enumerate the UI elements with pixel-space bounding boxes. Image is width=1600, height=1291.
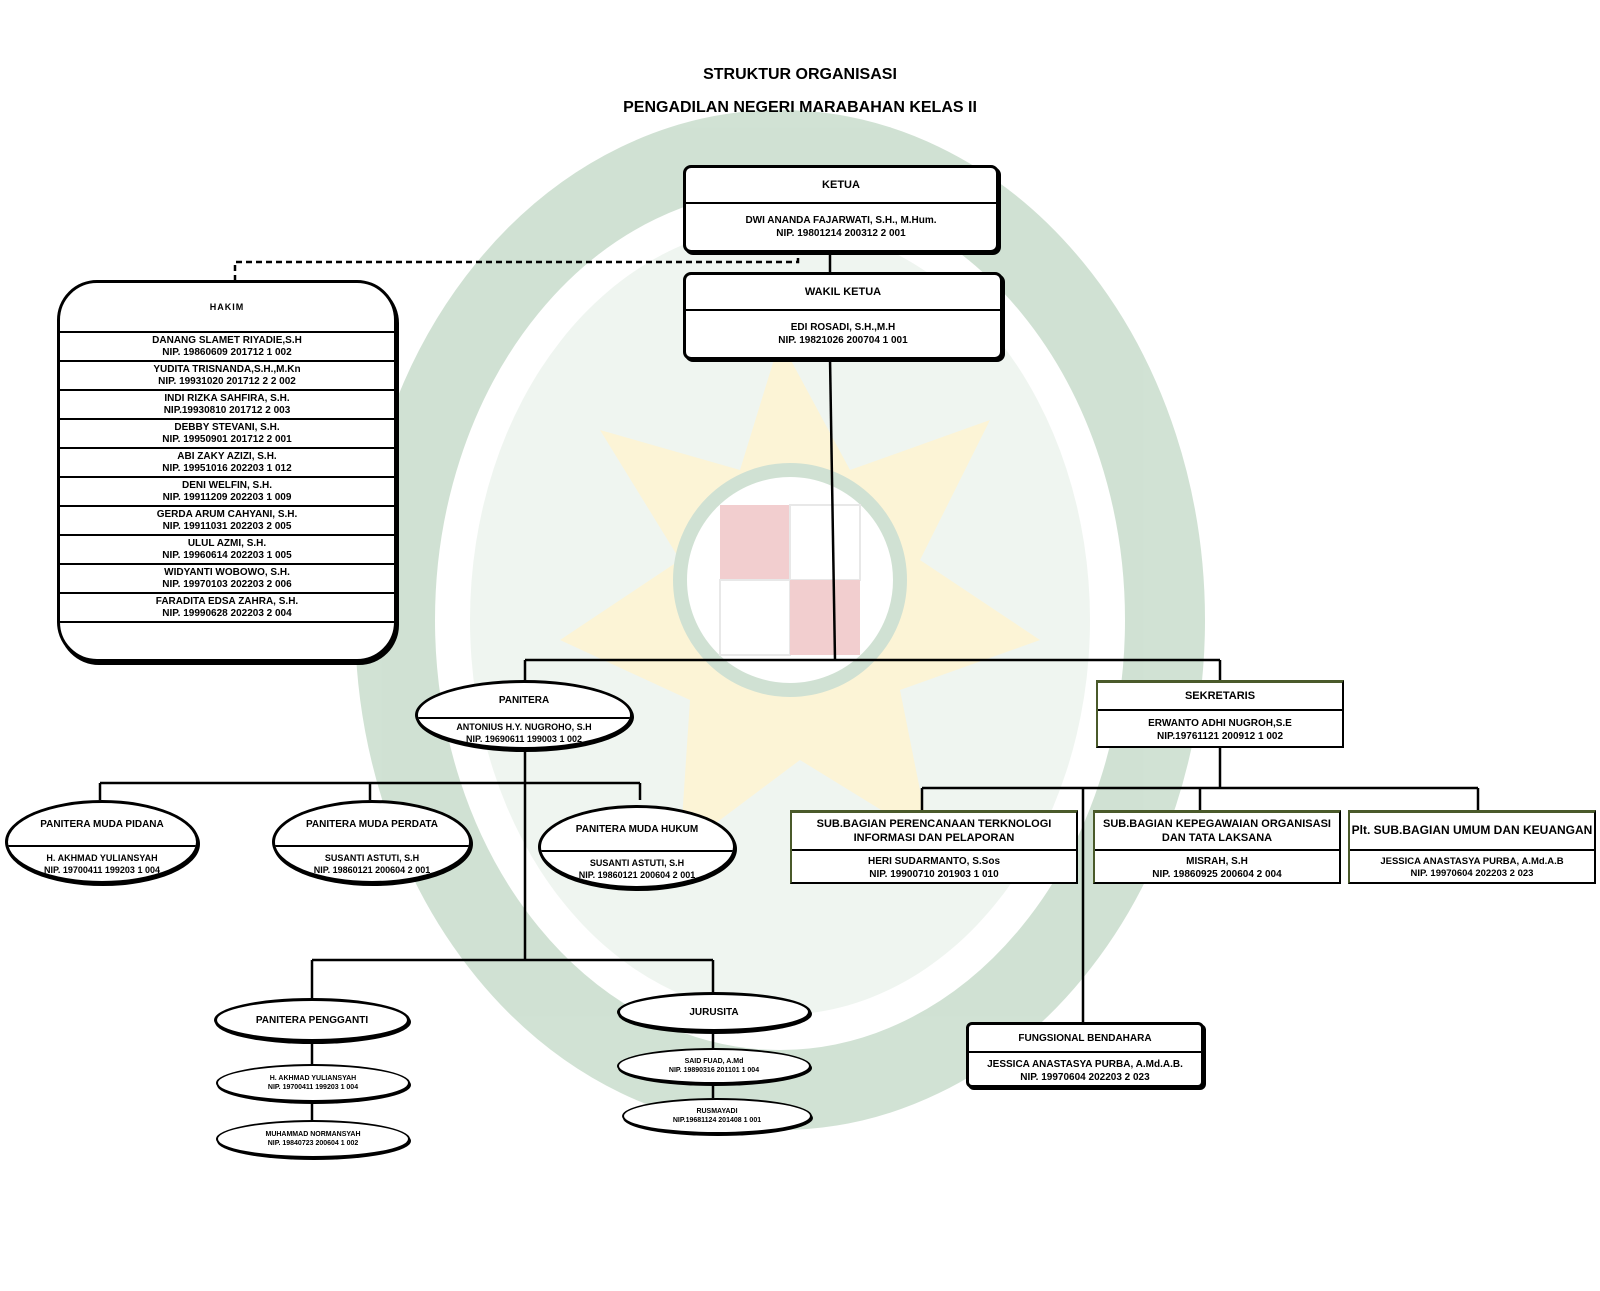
ketua-nip: NIP. 19801214 200312 2 001 [776, 228, 906, 239]
chart-subtitle: PENGADILAN NEGERI MARABAHAN KELAS II [623, 99, 977, 116]
hakim-member: ABI ZAKY AZIZI, S.H.NIP. 19951016 202203… [60, 447, 394, 476]
hakim-member-name: FARADITA EDSA ZAHRA, S.H. [155, 595, 299, 607]
sub-umum-name: JESSICA ANASTASYA PURBA, A.Md.A.B [1380, 855, 1564, 867]
hakim-member-name: ABI ZAKY AZIZI, S.H. [177, 450, 277, 462]
pm-pidana-oval: PANITERA MUDA PIDANA H. AKHMAD YULIANSYA… [5, 800, 199, 884]
sekretaris-box: SEKRETARIS ERWANTO ADHI NUGROH,S.E NIP.1… [1096, 680, 1344, 748]
hakim-member-nip: NIP. 19931020 201712 2 2 002 [158, 375, 296, 387]
hakim-member-name: DEBBY STEVANI, S.H. [174, 421, 280, 433]
jurusita-oval: JURUSITA [617, 992, 811, 1032]
hakim-member-nip: NIP. 19860609 201712 1 002 [162, 346, 292, 358]
hakim-member-nip: NIP. 19960614 202203 1 005 [162, 549, 292, 561]
hakim-role: HAKIM [209, 302, 245, 312]
hakim-member-nip: NIP.19930810 201712 2 003 [163, 404, 291, 416]
ketua-name: DWI ANANDA FAJARWATI, S.H., M.Hum. [745, 214, 937, 226]
wakil-name: EDI ROSADI, S.H.,M.H [790, 321, 896, 333]
hakim-member-name: WIDYANTI WOBOWO, S.H. [164, 566, 290, 578]
pm-perdata-role: PANITERA MUDA PERDATA [275, 803, 469, 847]
bendahara-role: FUNGSIONAL BENDAHARA [969, 1025, 1201, 1053]
jurusita-member-name: RUSMAYADI [696, 1107, 738, 1115]
sub-umum-role: Plt. SUB.BAGIAN UMUM DAN KEUANGAN [1350, 813, 1594, 851]
bendahara-name: JESSICA ANASTASYA PURBA, A.Md.A.B. [987, 1058, 1183, 1070]
sub-kepegawaian-role: SUB.BAGIAN KEPEGAWAIAN ORGANISASI DAN TA… [1095, 813, 1339, 851]
sub-ptip-box: SUB.BAGIAN PERENCANAAN TERKNOLOGI INFORM… [790, 810, 1078, 884]
sub-ptip-role: SUB.BAGIAN PERENCANAAN TERKNOLOGI INFORM… [792, 813, 1076, 851]
bendahara-box: FUNGSIONAL BENDAHARA JESSICA ANASTASYA P… [966, 1022, 1204, 1088]
wakil-role: WAKIL KETUA [686, 275, 1000, 311]
pp-member-1: H. AKHMAD YULIANSYAH NIP. 19700411 19920… [216, 1064, 410, 1102]
chart-title: STRUKTUR ORGANISASI [703, 66, 897, 83]
sekretaris-name: ERWANTO ADHI NUGROH,S.E [1148, 718, 1292, 729]
hakim-member: DENI WELFIN, S.H.NIP. 19911209 202203 1 … [60, 476, 394, 505]
sekretaris-nip: NIP.19761121 200912 1 002 [1156, 731, 1284, 742]
jurusita-role: JURUSITA [689, 1006, 739, 1018]
hakim-member: FARADITA EDSA ZAHRA, S.H.NIP. 19990628 2… [60, 592, 394, 623]
wakil-ketua-box: WAKIL KETUA EDI ROSADI, S.H.,M.H NIP. 19… [683, 272, 1003, 360]
hakim-member: DEBBY STEVANI, S.H.NIP. 19950901 201712 … [60, 418, 394, 447]
hakim-member-nip: NIP. 19911209 202203 1 009 [162, 491, 292, 503]
sub-ptip-name: HERI SUDARMANTO, S.Sos [867, 856, 1001, 867]
jurusita-member-1: SAID FUAD, A.Md NIP. 19890316 201101 1 0… [617, 1048, 811, 1084]
hakim-member: WIDYANTI WOBOWO, S.H.NIP. 19970103 20220… [60, 563, 394, 592]
sekretaris-role: SEKRETARIS [1098, 683, 1342, 711]
pp-member-nip: NIP. 19700411 199203 1 004 [267, 1084, 359, 1091]
pm-pidana-name: H. AKHMAD YULIANSYAH [46, 853, 158, 864]
hakim-member-name: DENI WELFIN, S.H. [182, 479, 272, 491]
hakim-member: ULUL AZMI, S.H.NIP. 19960614 202203 1 00… [60, 534, 394, 563]
hakim-member-nip: NIP. 19950901 201712 2 001 [162, 433, 292, 445]
pm-perdata-oval: PANITERA MUDA PERDATA SUSANTI ASTUTI, S.… [272, 800, 472, 884]
pp-member-nip: NIP. 19840723 200604 1 002 [267, 1140, 359, 1147]
panitera-name: ANTONIUS H.Y. NUGROHO, S.H [456, 722, 592, 733]
hakim-member-nip: NIP. 19911031 202203 2 005 [162, 520, 292, 532]
sub-ptip-nip: NIP. 19900710 201903 1 010 [869, 869, 999, 880]
sub-umum-nip: NIP. 19970604 202203 2 023 [1410, 868, 1534, 879]
hakim-member: INDI RIZKA SAHFIRA, S.H.NIP.19930810 201… [60, 389, 394, 418]
panitera-pengganti-role: PANITERA PENGGANTI [255, 1014, 369, 1026]
panitera-oval: PANITERA ANTONIUS H.Y. NUGROHO, S.H NIP.… [415, 680, 633, 750]
ketua-box: KETUA DWI ANANDA FAJARWATI, S.H., M.Hum.… [683, 165, 999, 253]
sub-kepegawaian-name: MISRAH, S.H [1186, 856, 1248, 867]
hakim-member: GERDA ARUM CAHYANI, S.H.NIP. 19911031 20… [60, 505, 394, 534]
pm-hukum-oval: PANITERA MUDA HUKUM SUSANTI ASTUTI, S.H … [538, 805, 736, 889]
jurusita-member-nip: NIP.19681124 201408 1 001 [672, 1117, 762, 1124]
hakim-member-nip: NIP. 19951016 202203 1 012 [162, 462, 292, 474]
pm-perdata-nip: NIP. 19860121 200604 2 001 [313, 865, 431, 875]
pm-pidana-nip: NIP. 19700411 199203 1 004 [44, 865, 160, 875]
hakim-member-nip: NIP. 19990628 202203 2 004 [162, 607, 292, 619]
hakim-member-name: INDI RIZKA SAHFIRA, S.H. [164, 392, 290, 404]
sub-umum-box: Plt. SUB.BAGIAN UMUM DAN KEUANGAN JESSIC… [1348, 810, 1596, 884]
pp-member-name: MUHAMMAD NORMANSYAH [265, 1130, 361, 1138]
sub-kepegawaian-box: SUB.BAGIAN KEPEGAWAIAN ORGANISASI DAN TA… [1093, 810, 1341, 884]
jurusita-member-name: SAID FUAD, A.Md [684, 1057, 744, 1065]
sub-kepegawaian-nip: NIP. 19860925 200604 2 004 [1152, 869, 1282, 880]
ketua-role: KETUA [686, 168, 996, 204]
panitera-pengganti-oval: PANITERA PENGGANTI [214, 998, 410, 1042]
jurusita-member-nip: NIP. 19890316 201101 1 004 [668, 1067, 760, 1074]
hakim-member-name: DANANG SLAMET RIYADIE,S.H [152, 334, 302, 346]
wakil-nip: NIP. 19821026 200704 1 001 [778, 335, 908, 346]
panitera-nip: NIP. 19690611 199003 1 002 [466, 734, 582, 744]
pm-perdata-name: SUSANTI ASTUTI, S.H [324, 853, 420, 864]
jurusita-member-2: RUSMAYADI NIP.19681124 201408 1 001 [622, 1098, 812, 1134]
hakim-member-name: YUDITA TRISNANDA,S.H.,M.Kn [153, 363, 301, 375]
pp-member-name: H. AKHMAD YULIANSYAH [269, 1074, 357, 1082]
pm-hukum-name: SUSANTI ASTUTI, S.H [589, 858, 685, 869]
pm-hukum-nip: NIP. 19860121 200604 2 001 [578, 870, 696, 880]
hakim-member-name: GERDA ARUM CAHYANI, S.H. [156, 508, 298, 520]
panitera-role: PANITERA [498, 694, 550, 706]
pm-pidana-role: PANITERA MUDA PIDANA [8, 803, 196, 847]
bendahara-nip: NIP. 19970604 202203 2 023 [1020, 1072, 1150, 1083]
pp-member-2: MUHAMMAD NORMANSYAH NIP. 19840723 200604… [216, 1120, 410, 1158]
hakim-member-name: ULUL AZMI, S.H. [187, 537, 267, 549]
pm-hukum-role: PANITERA MUDA HUKUM [541, 808, 733, 852]
hakim-member-nip: NIP. 19970103 202203 2 006 [162, 578, 292, 590]
